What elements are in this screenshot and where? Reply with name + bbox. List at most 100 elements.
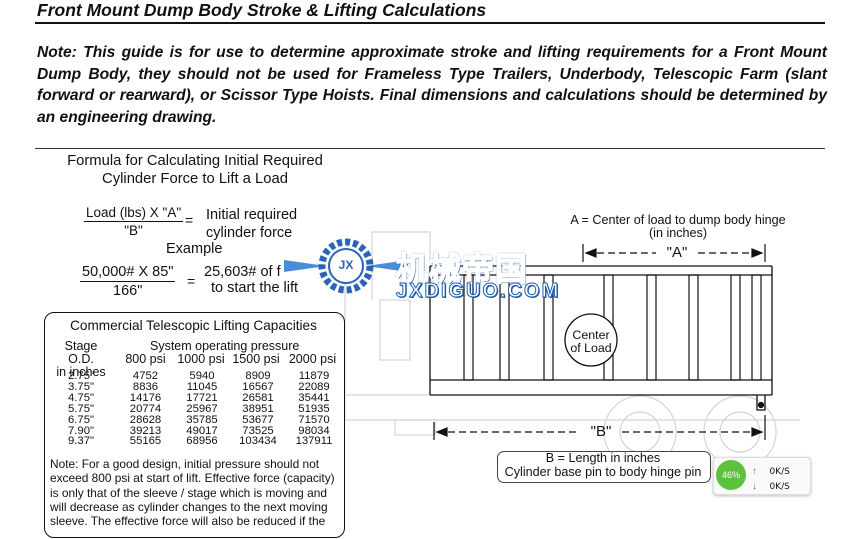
watermark-gear-logo: [284, 238, 408, 294]
b-definition-line2: Cylinder base pin to body hinge pin: [504, 464, 702, 479]
watermark-logo-text: JX: [338, 258, 354, 272]
arrow-down-icon: ↓: [752, 481, 757, 492]
note-line: is only that of the sleeve / stage which…: [50, 485, 327, 500]
table-cell: 6.75": [68, 413, 94, 426]
note-line: exceed 800 psi at start of lift. Effecti…: [50, 471, 335, 486]
pressure-2000: 2000 psi: [288, 352, 337, 366]
col-1000-psi: 5940 11045 17721 25967 35785 49017 68956: [178, 370, 226, 448]
table-cell: 7.90": [68, 424, 94, 437]
b-dimension-line: [433, 415, 766, 440]
pressure-1500: 1500 psi: [232, 352, 280, 366]
col-2000-psi: 11879 22089 35441 51935 71570 98034 1379…: [288, 370, 340, 448]
b-definition-box: [497, 451, 711, 483]
formula-result-line2: cylinder force: [206, 225, 293, 241]
watermark-chinese: 机械帝国: [395, 250, 529, 288]
table-cell: 73525: [242, 424, 274, 437]
a-definition-line2: (in inches): [648, 226, 708, 240]
table-cell: 2.75": [68, 370, 94, 382]
table-cell: 20774: [129, 402, 162, 415]
note-line: Note: For a good design, initial pressur…: [50, 457, 320, 471]
example-result-line1: 25,603# of f: [204, 264, 281, 280]
table-cell: 16567: [242, 380, 274, 393]
upload-rate: 0K/S: [769, 467, 790, 477]
download-row: ↓ 0K/S: [752, 476, 790, 494]
table-cell: 38951: [242, 402, 274, 415]
stage-column: 2.75" 3.75" 4.75" 5.75" 6.75" 7.90" 9.37…: [60, 370, 102, 448]
example-label: Example: [166, 241, 223, 257]
center-of-load-label: Center of Load: [565, 329, 617, 355]
table-cell: 11045: [186, 380, 218, 393]
table-cell: 4.75": [68, 391, 94, 404]
table-cell: 103434: [239, 435, 277, 448]
table-cell: 5.75": [68, 402, 94, 415]
formula-numerator: Load (lbs) X "A": [84, 205, 184, 222]
table-cell: 8836: [132, 380, 159, 393]
a-definition: A = Center of load to dump body hinge (i…: [565, 214, 791, 240]
example-result: 25,603# of f to start the lift: [204, 264, 298, 296]
example-fraction: 50,000# X 85" 166": [80, 264, 176, 299]
table-cell: 51935: [298, 402, 330, 415]
table-cell: 14176: [129, 391, 162, 404]
formula-denominator: "B": [124, 223, 143, 238]
pressure-header: System operating pressure: [150, 339, 300, 353]
example-denominator: 166": [113, 283, 143, 299]
guide-note: Note: This guide is for use to determine…: [37, 44, 827, 126]
a-dimension-line: [582, 244, 766, 262]
formula-result-line1: Initial required: [206, 207, 298, 223]
title-underline: [35, 22, 825, 24]
table-cell: 28628: [129, 413, 162, 426]
table-cell: 25967: [186, 402, 218, 415]
table-cell: 26581: [242, 391, 274, 404]
stage-header-line1: Stage O.D.: [64, 339, 98, 366]
b-definition: B = Length in inches Cylinder base pin t…: [497, 451, 709, 479]
col-800-psi: 4752 8836 14176 20774 28628 39213 55165: [123, 370, 168, 448]
b-dimension-label: "B": [590, 423, 612, 440]
table-cell: 137911: [295, 435, 333, 448]
col-1500-psi: 8909 16567 26581 38951 53677 73525 10343…: [232, 370, 284, 448]
dump-body: [429, 265, 773, 411]
table-cell: 3.75": [68, 380, 94, 393]
a-dimension-label: "A": [666, 244, 688, 261]
center-label-line1: Center: [572, 328, 610, 342]
watermark-english: JXDIGUO.COM: [395, 280, 561, 303]
table-cell: 53677: [242, 413, 274, 426]
table-cell: 98034: [298, 424, 330, 437]
table-cell: 49017: [186, 424, 218, 437]
a-definition-line1: A = Center of load to dump body hinge: [570, 213, 786, 227]
pressure-800: 800 psi: [125, 352, 166, 366]
capacities-panel: [44, 312, 345, 538]
capacities-note: Note: For a good design, initial pressur…: [50, 457, 338, 528]
formula-heading-line2: Cylinder Force to Lift a Load: [102, 171, 288, 187]
formula-fraction: Load (lbs) X "A" "B": [84, 205, 184, 238]
stage-header: Stage O.D. in inches: [52, 340, 110, 379]
table-cell: 55165: [129, 435, 162, 448]
arrow-up-icon: ↑: [752, 466, 757, 477]
upload-row: ↑ 0K/S: [752, 461, 790, 479]
center-label-line2: of Load: [570, 341, 612, 355]
table-cell: 4752: [132, 370, 159, 382]
capacities-title: Commercial Telescopic Lifting Capacities: [70, 318, 317, 333]
table-cell: 11879: [298, 370, 330, 382]
formula-result: Initial required cylinder force: [206, 206, 297, 242]
table-cell: 9.37": [68, 435, 94, 448]
truck-outline: [344, 231, 800, 469]
document-title: Front Mount Dump Body Stroke & Lifting C…: [37, 0, 487, 20]
note-line: sleeve. The effective force will also be…: [50, 514, 326, 529]
section-divider: [35, 148, 825, 149]
usage-percent-badge[interactable]: 46%: [716, 460, 746, 490]
table-cell: 5940: [189, 370, 215, 382]
example-equals: =: [187, 273, 196, 289]
example-result-line2: to start the lift: [211, 280, 299, 296]
table-cell: 71570: [298, 413, 330, 426]
formula-heading: Formula for Calculating Initial Required…: [40, 152, 350, 188]
example-numerator: 50,000# X 85": [80, 264, 176, 282]
b-definition-line1: B = Length in inches: [545, 451, 661, 465]
table-cell: 68956: [186, 435, 218, 448]
table-cell: 35785: [186, 413, 218, 426]
pressure-1000: 1000 psi: [177, 352, 225, 366]
note-line: will decrease as cylinder changes to the…: [50, 499, 328, 514]
stage-header-line2: in inches: [56, 365, 106, 379]
table-cell: 22089: [298, 380, 330, 393]
table-cell: 8909: [245, 370, 271, 382]
